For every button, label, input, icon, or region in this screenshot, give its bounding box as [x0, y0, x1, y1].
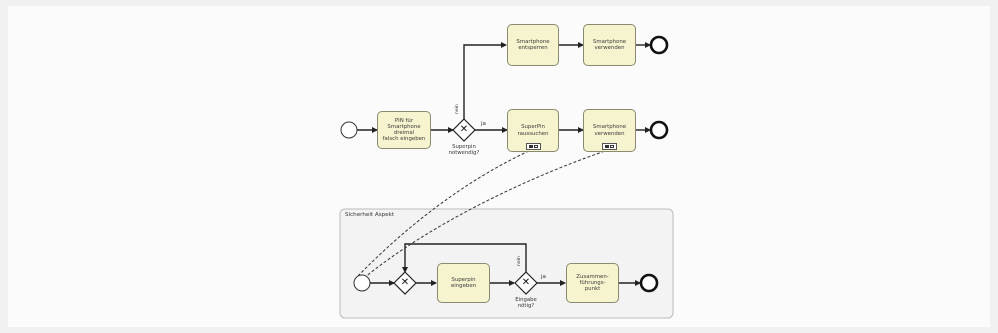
gateway-eingabe: [514, 271, 538, 295]
task-superpin-eingeben[interactable]: Superpin eingeben: [437, 263, 490, 303]
gateway-x-icon: ✕: [521, 277, 531, 288]
link-raussuchen-subprocess: [357, 149, 532, 277]
gateway-x-icon: ✕: [459, 124, 469, 135]
subprocess-marker-icon: [602, 143, 617, 150]
flow-label-nein: nein: [517, 256, 522, 266]
flow-gateway-nein-loop: [402, 243, 527, 273]
task-zusammenfuehrungspunkt[interactable]: Zusammen- führungs- punkt: [566, 263, 619, 303]
sub-end-event: [639, 273, 659, 293]
gateway-merge: [393, 271, 417, 295]
gateway-superpin: [452, 118, 476, 142]
task-pin-falsch-eingeben[interactable]: PIN für Smartphone dreimal falsch eingeb…: [377, 111, 431, 149]
end-event-mid: [649, 120, 669, 140]
sub-start-event: [353, 274, 371, 292]
task-smartphone-entsperren[interactable]: Smartphone entsperren: [507, 24, 559, 66]
flow-label-nein: nein: [455, 104, 460, 114]
task-smartphone-verwenden-top[interactable]: Smartphone verwenden: [583, 24, 636, 66]
task-smartphone-verwenden-mid[interactable]: Smartphone verwenden: [583, 109, 636, 152]
start-event: [340, 121, 358, 139]
flow-label-ja: ja: [481, 121, 486, 127]
subprocess-title: Sicherheit Aspekt: [345, 212, 395, 218]
gateway-x-icon: ✕: [400, 277, 410, 288]
link-verwenden-subprocess: [363, 149, 609, 279]
subprocess-marker-icon: [526, 143, 541, 150]
end-event-top: [649, 35, 669, 55]
flow-label-ja: ja: [541, 274, 546, 280]
flow-gateway-nein: [463, 42, 507, 119]
gateway-label-superpin: Superpin notwendig?: [448, 144, 480, 157]
gateway-label-eingabe: Eingabe nötig?: [515, 297, 537, 310]
